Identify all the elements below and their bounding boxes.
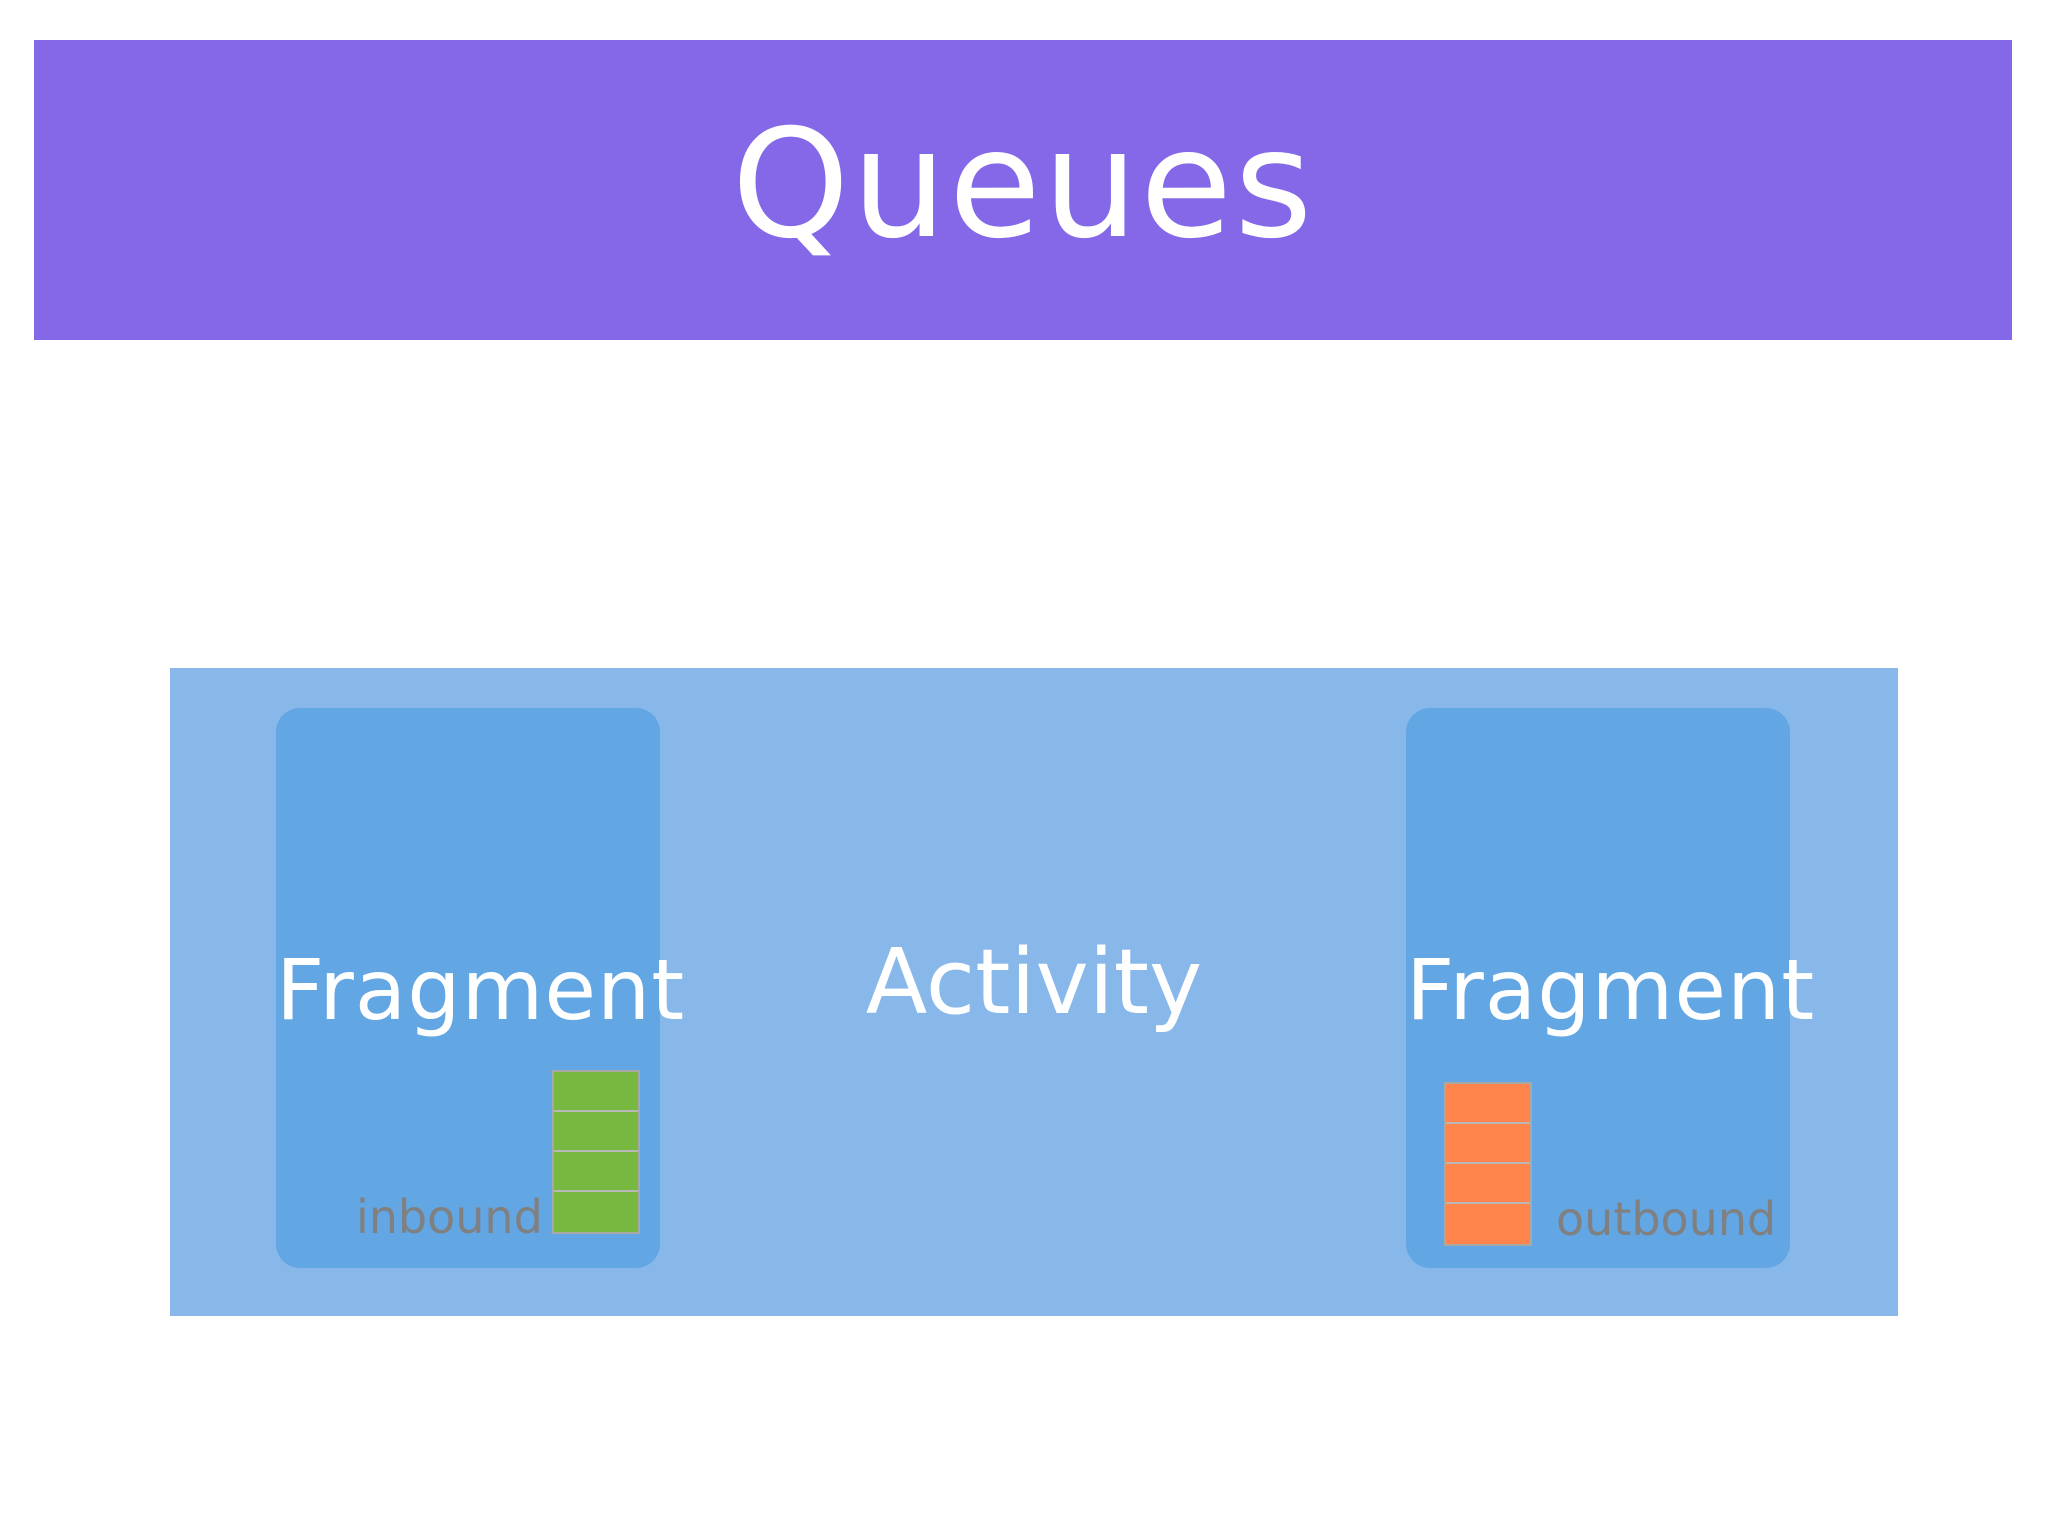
fragment-label: Fragment — [276, 941, 686, 1039]
outbound-queue-label: outbound — [1556, 1192, 1777, 1246]
activity-box: Activity Fragment inbound Fragment outbo… — [170, 668, 1898, 1316]
queue-item — [1446, 1204, 1530, 1244]
activity-label: Activity — [865, 930, 1203, 1035]
fragment-outbound: Fragment outbound — [1406, 708, 1816, 1268]
queue-item — [554, 1072, 638, 1112]
inbound-queue — [552, 1070, 640, 1234]
slide-title: Queues — [731, 98, 1315, 272]
queue-item — [554, 1192, 638, 1232]
queue-item — [1446, 1164, 1530, 1204]
queue-item — [554, 1112, 638, 1152]
fragment-inbound: Fragment inbound — [276, 708, 686, 1268]
queue-item — [1446, 1084, 1530, 1124]
inbound-queue-label: inbound — [356, 1190, 543, 1244]
fragment-label: Fragment — [1406, 941, 1816, 1039]
outbound-queue — [1444, 1082, 1532, 1246]
queue-item — [554, 1152, 638, 1192]
title-bar: Queues — [34, 40, 2012, 340]
queue-item — [1446, 1124, 1530, 1164]
